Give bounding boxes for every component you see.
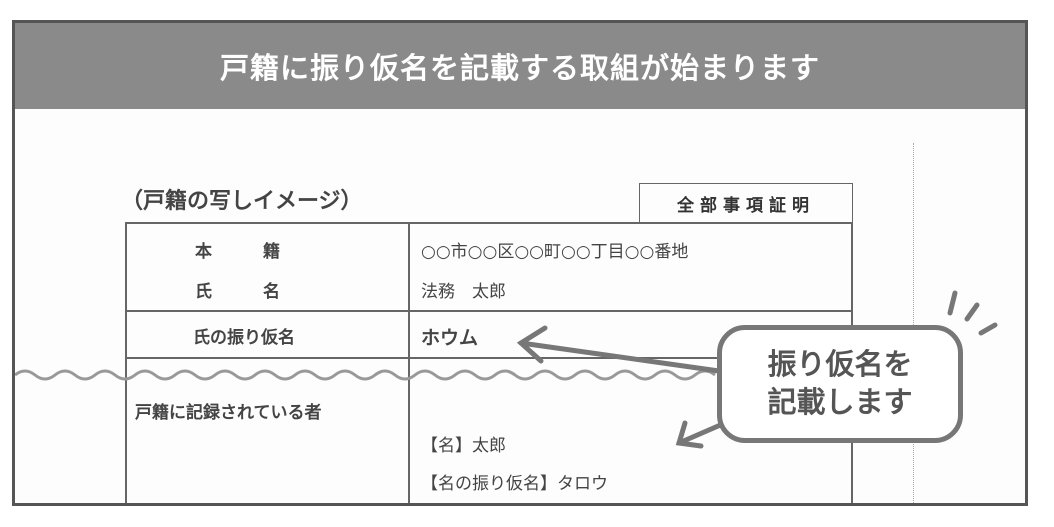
furigana-label: 氏の振り仮名 <box>193 328 295 348</box>
name-label: 氏 名 <box>195 282 280 302</box>
honseki-value: ○○市○○区○○町○○丁目○○番地 <box>421 242 689 262</box>
table-line <box>408 222 410 503</box>
header-banner: 戸籍に振り仮名を記載する取組が始まります <box>15 23 1025 109</box>
given-name: 【名】太郎 <box>421 436 506 456</box>
callout-line2: 記載します <box>767 385 913 419</box>
table-line <box>125 222 127 503</box>
callout-line1: 振り仮名を <box>767 347 913 382</box>
person-label: 戸籍に記録されている者 <box>135 403 322 423</box>
furigana-value: ホウム <box>421 327 479 349</box>
name-value: 法務 太郎 <box>421 282 506 302</box>
table-line <box>125 310 853 312</box>
page-title: 戸籍に振り仮名を記載する取組が始まります <box>219 51 820 85</box>
emphasis-marks-icon <box>947 290 998 336</box>
certificate-label: 全部事項証明 <box>639 183 853 223</box>
arrow-to-furigana <box>516 325 722 374</box>
arrow-to-given-furigana <box>675 420 728 449</box>
subtitle: （戸籍の写しイメージ） <box>121 189 363 214</box>
honseki-label: 本 籍 <box>195 242 280 262</box>
annotation-graphics <box>15 290 998 449</box>
wavy-break-line <box>15 369 716 381</box>
callout-bubble: 振り仮名を 記載します <box>717 325 963 443</box>
table-line <box>125 357 853 359</box>
document-frame: 戸籍に振り仮名を記載する取組が始まります （戸籍の写しイメージ） 全部事項証明 … <box>12 20 1028 506</box>
table-line <box>125 222 853 224</box>
dotted-divider <box>913 143 914 503</box>
given-furigana: 【名の振り仮名】タロウ <box>421 474 608 494</box>
